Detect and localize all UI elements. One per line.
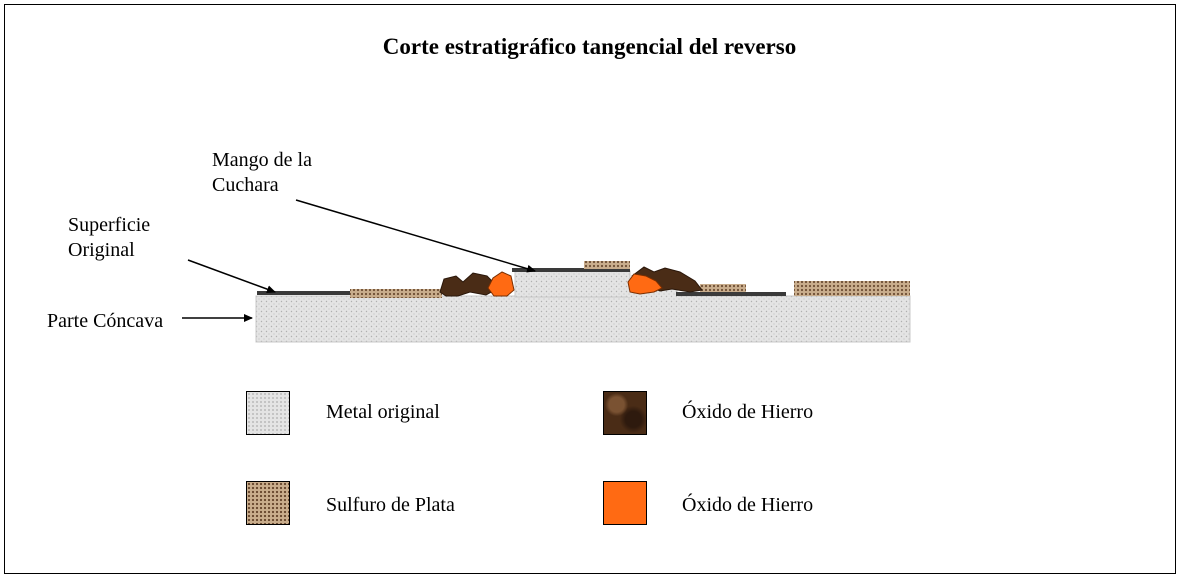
- surface-line-right: [676, 292, 786, 296]
- sulfide-layer-4: [794, 281, 910, 296]
- label-parte-concava: Parte Cóncava: [47, 310, 164, 332]
- label-superficie: Superficie Original: [68, 213, 150, 263]
- diagram-title: Corte estratigráfico tangencial del reve…: [382, 34, 797, 59]
- legend-label-iron-oxide-brown: Óxido de Hierro: [682, 401, 814, 423]
- legend-label-iron-oxide-orange: Óxido de Hierro: [682, 494, 814, 516]
- legend-swatch-sulfide: [246, 481, 290, 525]
- concave-base: [255, 295, 911, 343]
- legend-swatch-iron-oxide-brown: [603, 391, 647, 435]
- handle-metal: [514, 270, 631, 298]
- sulfide-layer-3: [700, 284, 746, 292]
- sulfide-layer-1: [350, 289, 442, 298]
- iron-oxide-orange-1: [487, 271, 515, 297]
- label-mango: Mango de la Cuchara: [212, 148, 312, 198]
- label-superficie-line2: Original: [68, 239, 135, 261]
- surface-line-left: [257, 291, 352, 295]
- arrow-superficie: [187, 259, 276, 293]
- legend-swatch-iron-oxide-orange: [603, 481, 647, 525]
- stratigraphic-section: [182, 199, 911, 343]
- label-superficie-line1: Superficie: [68, 214, 151, 236]
- sulfide-layer-2: [584, 261, 630, 269]
- legend-label-metal: Metal original: [326, 401, 440, 423]
- arrow-mango: [295, 199, 536, 273]
- label-mango-line2: Cuchara: [212, 174, 279, 196]
- legend-label-sulfide: Sulfuro de Plata: [326, 494, 455, 516]
- surface-line-handle: [512, 268, 630, 272]
- label-mango-line1: Mango de la: [212, 149, 312, 171]
- iron-oxide-brown-1: [439, 272, 496, 297]
- iron-oxide-orange-2: [627, 273, 663, 295]
- legend-swatch-metal: [246, 391, 290, 435]
